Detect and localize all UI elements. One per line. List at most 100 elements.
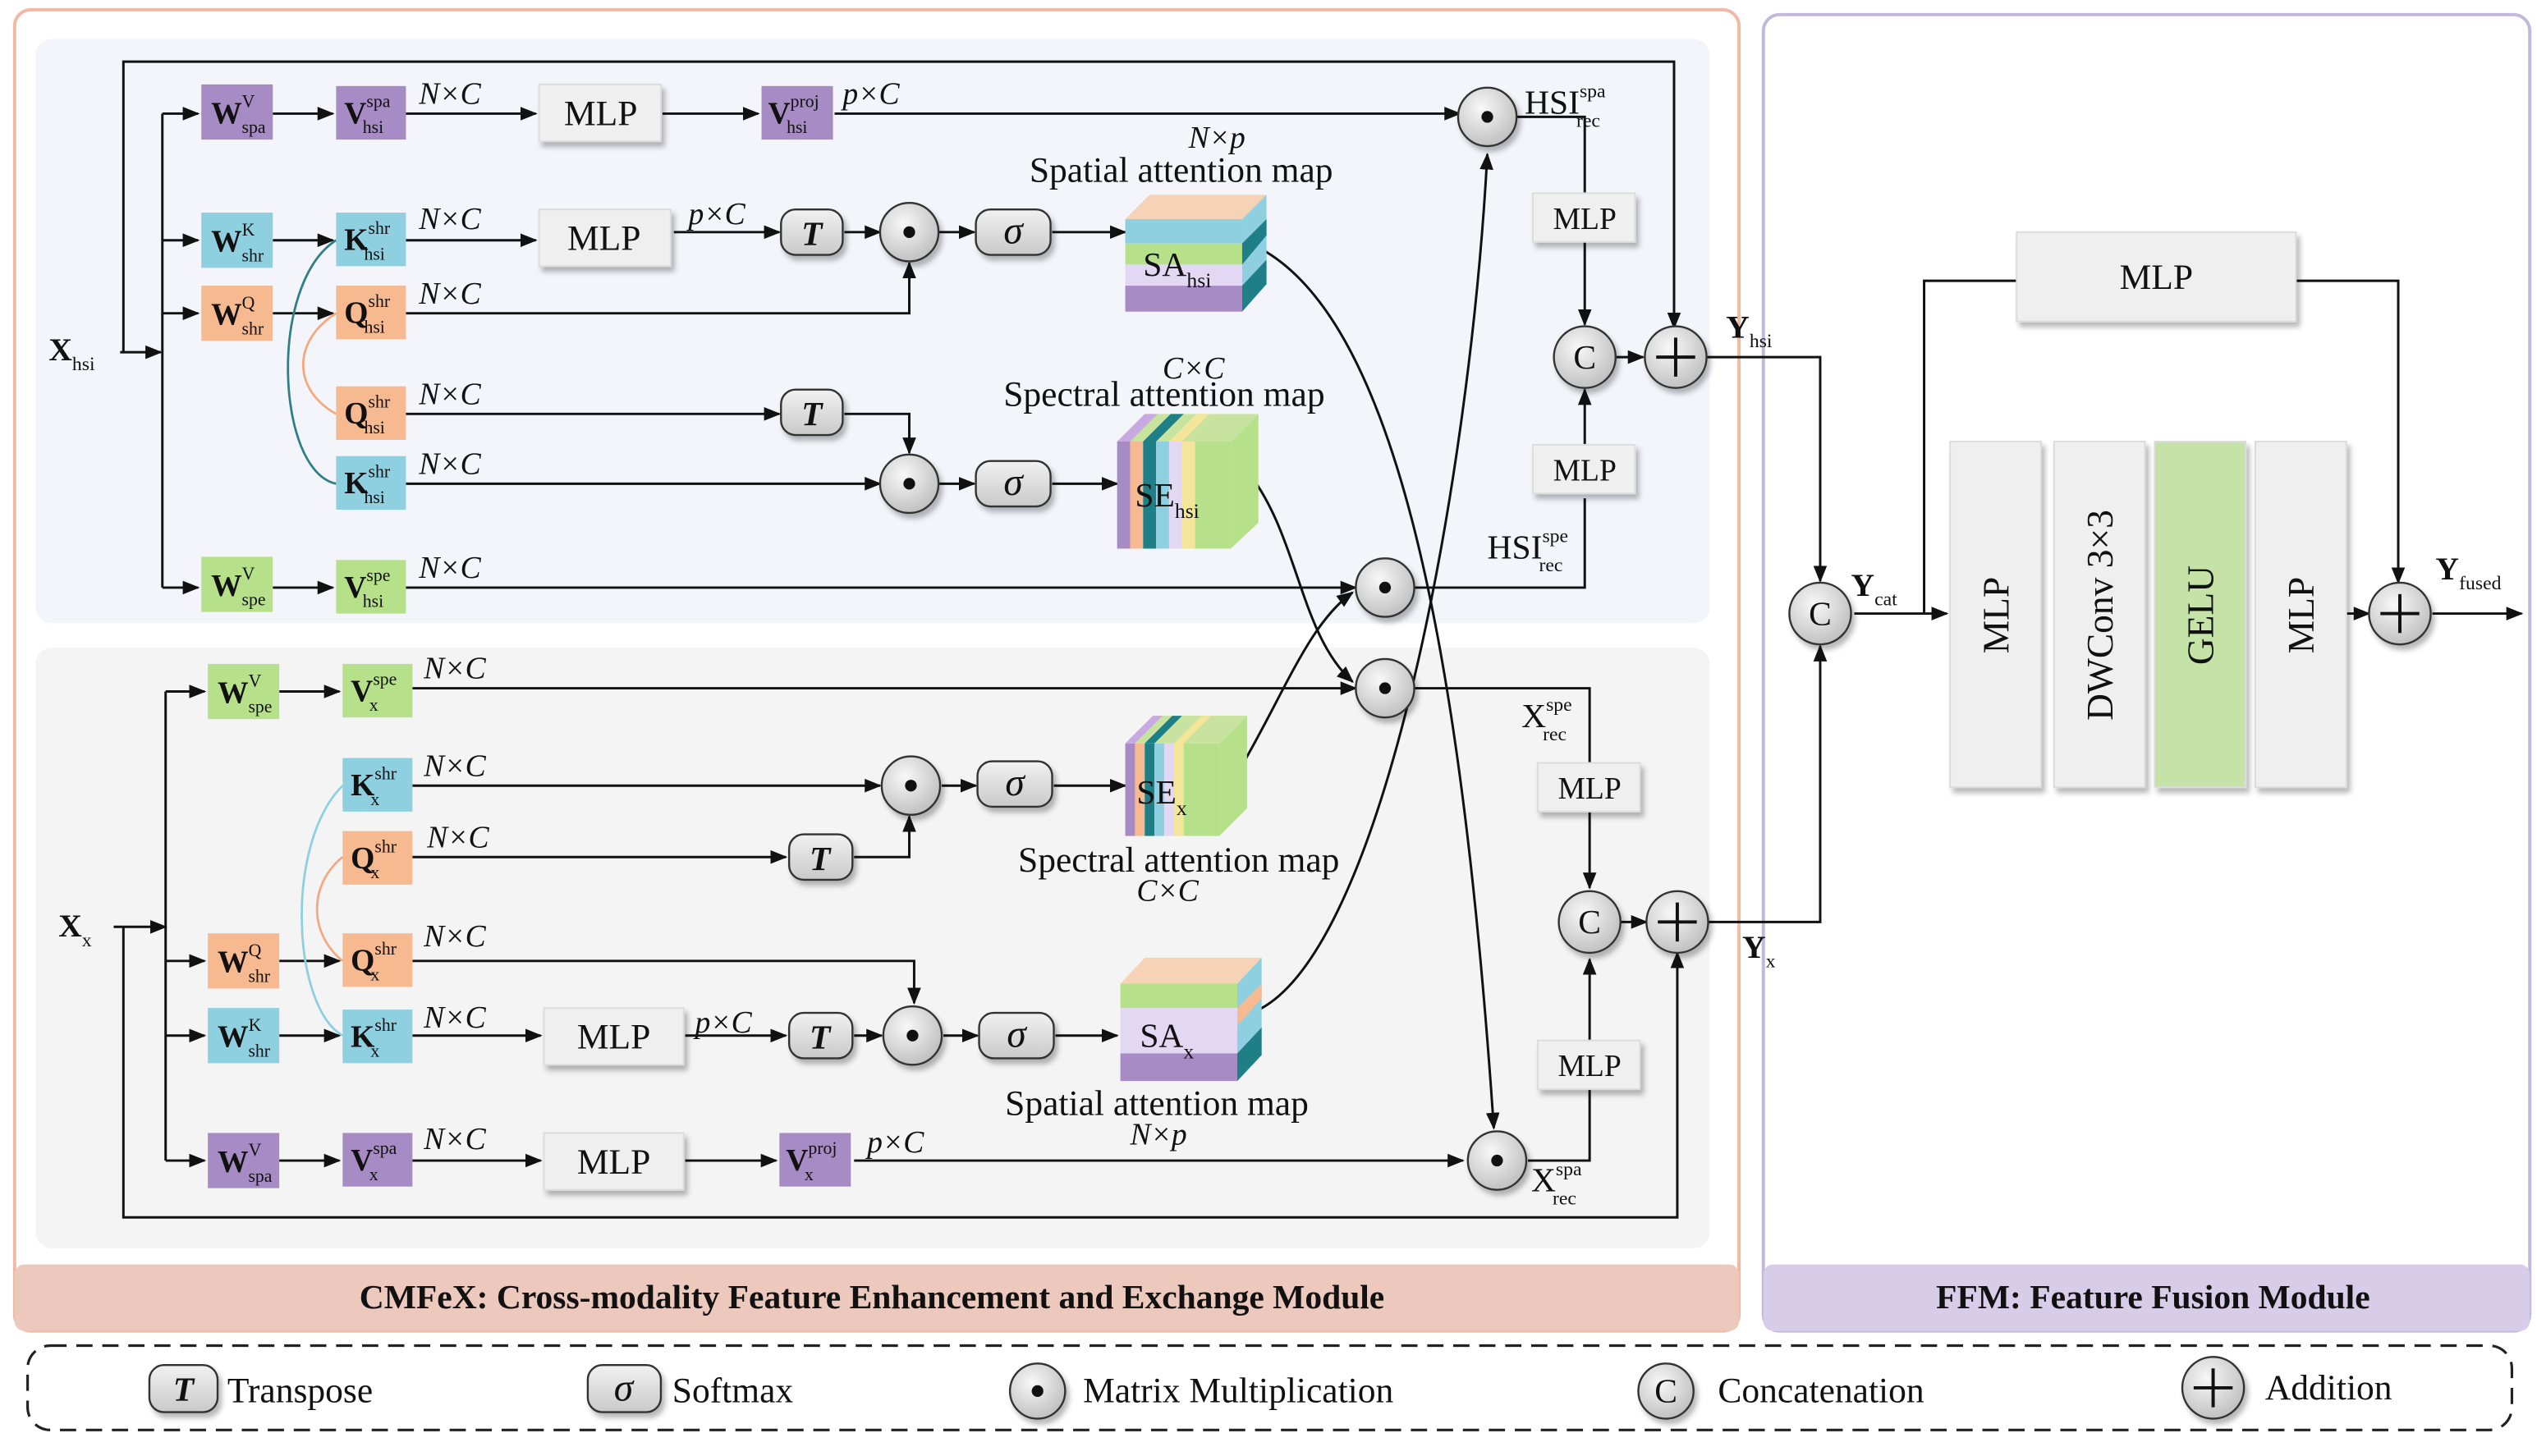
input-x-x: Xx xyxy=(58,908,92,951)
concat-op xyxy=(1788,581,1852,646)
sa-hsi-cube xyxy=(1125,195,1267,312)
dim-label: N×p xyxy=(1129,1118,1186,1152)
dim-label: N×C xyxy=(423,749,486,783)
spatial-map-title-hsi: Spatial attention map xyxy=(1030,151,1333,190)
mlp-box-hsi-sa xyxy=(538,208,672,268)
legend-dot-icon xyxy=(1031,1385,1044,1398)
mlp-box-hsi-rec-spe xyxy=(1531,443,1636,495)
input-x-hsi: Xhsi xyxy=(48,332,95,375)
transpose-op-2 xyxy=(780,388,844,437)
concat-op xyxy=(1553,325,1617,389)
softmax-op-label: σ xyxy=(1007,1014,1027,1056)
dot-icon xyxy=(1481,111,1493,123)
mlp-label-8: MLP xyxy=(577,1142,650,1182)
legend-plus-icon xyxy=(2193,1368,2233,1408)
ffm-block-gelu xyxy=(2154,440,2247,789)
se-x-cube xyxy=(1125,716,1247,836)
transpose-op-4 xyxy=(787,1011,854,1060)
transpose-op-label: T xyxy=(810,1019,832,1056)
mlp-box-ffm-top xyxy=(2016,231,2297,323)
mlp-label-5: MLP xyxy=(1558,772,1622,806)
legend-transpose-glyph: T xyxy=(173,1371,195,1408)
spectral-map-title-x: Spectral attention map xyxy=(1018,840,1339,880)
softmax-op-label: σ xyxy=(1003,210,1024,253)
softmax-op-4 xyxy=(978,1011,1055,1060)
ffm-block-mlp-2 xyxy=(2255,440,2347,789)
dim-label: C×C xyxy=(1163,352,1225,386)
se-x-label: SEx xyxy=(1136,773,1186,820)
se-hsi-cube xyxy=(1117,414,1259,549)
plus-icon xyxy=(2380,593,2420,634)
transpose-op-1 xyxy=(780,208,844,256)
dim-label: p×C xyxy=(692,1006,752,1040)
mlp-label-ffm: MLP xyxy=(2120,258,2193,297)
spectral-map-title-hsi: Spectral attention map xyxy=(1003,374,1324,414)
y-hsi-label: Yhsi xyxy=(1726,309,1773,352)
legend-softmax-glyph: σ xyxy=(614,1367,635,1410)
ffm-block-mlp-1 xyxy=(1949,440,2042,789)
dim-label: N×C xyxy=(418,378,481,411)
ffm-connections xyxy=(1854,279,2524,620)
dot-icon xyxy=(1491,1154,1503,1167)
sa-x-label: SAx xyxy=(1140,1017,1194,1064)
dim-label: p×C xyxy=(840,78,900,112)
concat-op-label: C xyxy=(1573,338,1596,376)
dim-label: N×p xyxy=(1188,121,1245,155)
ffm-block-dwconv xyxy=(2053,440,2146,789)
dot-icon xyxy=(1379,581,1392,594)
ffm-block-label-3: GELU xyxy=(2180,565,2222,665)
legend-concat-glyph: C xyxy=(1654,1372,1677,1410)
dim-label: N×C xyxy=(423,920,486,954)
spatial-map-title-x: Spatial attention map xyxy=(1005,1084,1309,1124)
ffm-block-label-1: MLP xyxy=(1975,577,2016,654)
mlp-label-2: MLP xyxy=(567,219,640,259)
dim-label: N×C xyxy=(418,78,481,112)
dim-label: N×C xyxy=(418,277,481,311)
mlp-box-hsi-spa xyxy=(538,83,662,143)
mlp-box-x-sa xyxy=(543,1007,685,1066)
mlp-box-x-rec-spe xyxy=(1536,762,1641,813)
plus-icon xyxy=(1658,902,1697,942)
hsi-branch-panel xyxy=(35,39,1710,624)
dim-label: N×C xyxy=(418,447,481,481)
legend-concat-symbol xyxy=(1637,1362,1695,1420)
dim-label: N×C xyxy=(426,821,489,854)
cmfex-title-bar xyxy=(14,1264,1740,1331)
dot-icon xyxy=(903,226,915,238)
dot-icon xyxy=(906,1029,919,1042)
mlp-box-hsi-rec-spa xyxy=(1531,192,1636,243)
